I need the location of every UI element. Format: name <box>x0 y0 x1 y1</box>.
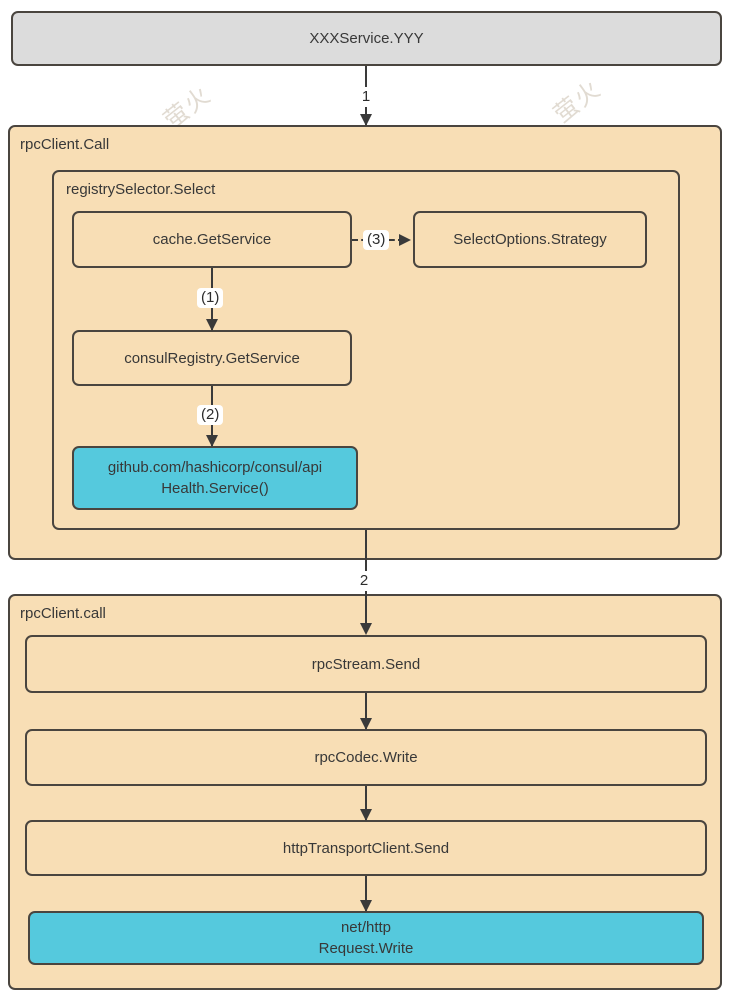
node-label: httpTransportClient.Send <box>282 839 450 857</box>
group-registryselector-select-label: registrySelector.Select <box>66 181 216 198</box>
node-label-line2: Request.Write <box>318 940 414 957</box>
edge-label-1: 1 <box>356 87 376 107</box>
node-consul-api-health-service: github.com/hashicorp/consul/api Health.S… <box>72 446 358 510</box>
node-label-line1: github.com/hashicorp/consul/api <box>107 459 323 476</box>
group-rpcclient-call-label: rpcClient.Call <box>20 136 110 153</box>
node-selectoptions-strategy: SelectOptions.Strategy <box>413 211 647 268</box>
arrowhead-down-icon <box>206 435 218 447</box>
edge-label-2: 2 <box>354 571 374 591</box>
edge-label-1-sub: (1) <box>197 288 224 308</box>
watermark-text: 萤火 <box>549 75 607 129</box>
node-label: SelectOptions.Strategy <box>453 231 607 248</box>
node-consulregistry-getservice: consulRegistry.GetService <box>72 330 352 386</box>
arrowhead-down-icon <box>206 319 218 331</box>
node-rpcstream-send: rpcStream.Send <box>25 635 707 693</box>
node-label: rpcStream.Send <box>311 655 421 673</box>
arrowhead-right-icon <box>399 234 411 246</box>
edge-transport-to-nethttp <box>365 876 367 911</box>
node-httptransportclient-send: httpTransportClient.Send <box>25 820 707 876</box>
node-cache-getservice: cache.GetService <box>72 211 352 268</box>
edge-label-2-sub: (2) <box>197 405 224 425</box>
node-label: consulRegistry.GetService <box>124 349 300 367</box>
node-label: rpcCodec.Write <box>314 749 418 766</box>
edge-codec-to-transport <box>365 786 367 820</box>
node-label-line1: net/http <box>340 919 392 936</box>
arrowhead-down-icon <box>360 809 372 821</box>
edge-stream-to-codec <box>365 693 367 729</box>
node-label: cache.GetService <box>152 231 272 248</box>
node-rpccodec-write: rpcCodec.Write <box>25 729 707 786</box>
group-rpcclient-call-lower-label: rpcClient.call <box>20 605 106 622</box>
arrowhead-down-icon <box>360 114 372 126</box>
arrowhead-down-icon <box>360 718 372 730</box>
node-label-line2: Health.Service() <box>161 480 269 497</box>
arrowhead-down-icon <box>360 623 372 635</box>
node-label: XXXService.YYY <box>309 30 424 47</box>
node-xxxservice-yyy: XXXService.YYY <box>11 11 722 66</box>
edge-label-3: (3) <box>363 230 390 250</box>
arrowhead-down-icon <box>360 900 372 912</box>
node-nethttp-request-write: net/http Request.Write <box>28 911 704 965</box>
